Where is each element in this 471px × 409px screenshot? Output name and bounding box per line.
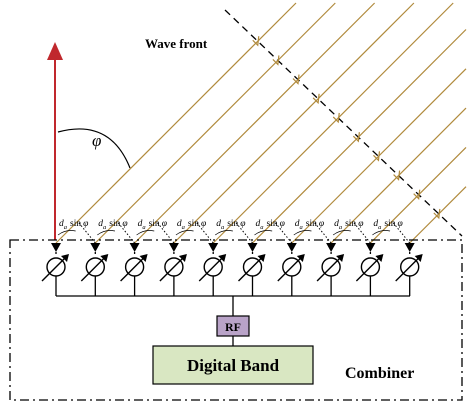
- spacing-brace: [214, 230, 233, 236]
- antenna-element: [247, 243, 258, 252]
- antenna-element: [51, 243, 61, 252]
- phase-shifter-arrowhead: [100, 254, 109, 262]
- ray-arrowhead: [373, 151, 381, 162]
- combiner-outline: [9, 239, 463, 401]
- incident-ray: [369, 146, 467, 244]
- antenna-element: [129, 243, 140, 252]
- ray-arrowhead: [252, 36, 260, 47]
- incident-ray: [94, 2, 336, 244]
- incident-ray: [134, 2, 376, 244]
- phase-shifter-arrowhead: [61, 254, 69, 262]
- phase-shifter-arrowhead: [257, 254, 266, 262]
- path-difference-line: [273, 221, 293, 244]
- ray-arrowhead: [393, 170, 401, 181]
- antenna-element: [286, 243, 297, 252]
- ray-arrowhead: [292, 74, 300, 85]
- phase-shifter-arrowhead: [296, 254, 305, 262]
- ray-arrowhead: [272, 55, 280, 66]
- rf-label: RF: [225, 320, 241, 334]
- phase-shifter-arrowhead: [139, 254, 148, 262]
- incident-ray: [409, 186, 467, 244]
- path-difference-line: [391, 221, 411, 244]
- ray-arrowhead: [433, 208, 441, 220]
- incident-ray: [173, 2, 415, 244]
- antenna-element: [365, 243, 376, 252]
- spacing-brace: [332, 230, 351, 236]
- ray-arrowhead: [413, 189, 421, 201]
- phase-shifter-arrow: [238, 254, 265, 282]
- antenna-element: [168, 243, 179, 252]
- wave-front-label: Wave front: [145, 36, 208, 51]
- phase-shifter-arrowhead: [336, 254, 345, 262]
- spacing-brace: [57, 230, 76, 236]
- digital-band-label: Digital Band: [187, 356, 280, 375]
- antenna-element: [404, 243, 415, 252]
- antenna-element: [326, 243, 337, 252]
- path-difference-line: [352, 221, 371, 244]
- phase-shifter-arrowhead: [414, 254, 423, 262]
- ray-arrowhead: [352, 132, 360, 143]
- antenna-elements: [41, 243, 423, 296]
- phase-shifter-arrow: [120, 254, 148, 282]
- phase-shifter-arrow: [355, 254, 383, 282]
- phase-shifter-arrowhead: [375, 254, 384, 262]
- phase-shifter-arrow: [395, 254, 423, 282]
- path-difference-line: [234, 221, 253, 244]
- spacing-brace: [293, 230, 312, 236]
- path-difference-line: [195, 221, 214, 244]
- phase-shifter-arrow: [277, 254, 305, 282]
- phase-shifter-arrowhead: [218, 254, 227, 262]
- phase-shifter-arrow: [159, 254, 187, 282]
- angle-label: φ: [92, 131, 101, 150]
- antenna-element: [208, 243, 219, 252]
- incident-rays: [55, 2, 467, 244]
- phase-shifter-arrow: [316, 254, 344, 282]
- phase-shifter-arrowhead: [178, 254, 187, 262]
- spacing-brace: [254, 230, 273, 236]
- ray-arrowhead: [312, 93, 320, 105]
- spacing-brace: [372, 230, 391, 236]
- combiner-label: Combiner: [345, 365, 414, 382]
- phase-shifter-arrow: [198, 254, 226, 282]
- phase-shifter-arrow: [41, 254, 69, 282]
- ray-arrowhead: [332, 112, 340, 124]
- digital-band-box: [152, 345, 314, 385]
- spacing-brace: [97, 230, 116, 236]
- angle-arc: [57, 128, 131, 169]
- incident-ray: [212, 2, 454, 244]
- spacing-brace: [175, 230, 194, 236]
- phase-shifter-arrow: [80, 254, 108, 282]
- wave-front-line: [224, 9, 463, 237]
- antenna-element: [90, 243, 101, 252]
- spacing-brace: [136, 230, 155, 236]
